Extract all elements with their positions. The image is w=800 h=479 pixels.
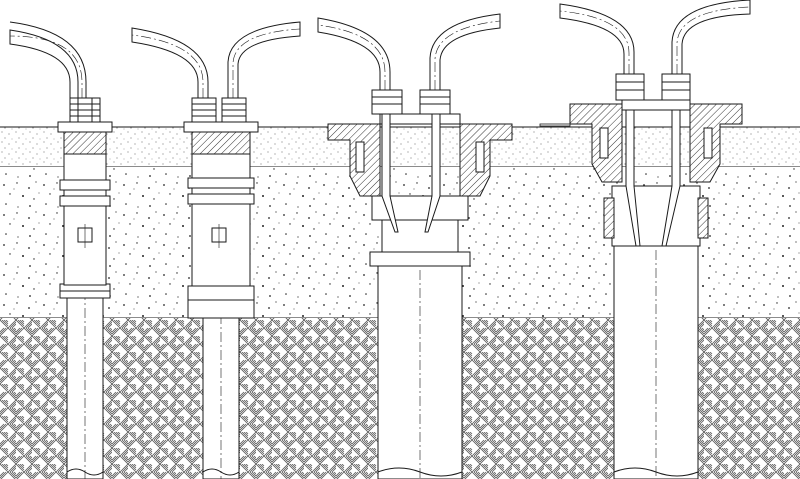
cable-left bbox=[559, 3, 635, 75]
pipe-coupling bbox=[187, 285, 255, 319]
flange-right bbox=[689, 103, 743, 183]
cable-left bbox=[317, 17, 391, 91]
assembly-adjustable-box bbox=[539, 0, 751, 479]
assembly-dual-cable bbox=[131, 21, 301, 479]
cable-right bbox=[227, 21, 301, 99]
cable-left bbox=[131, 27, 209, 99]
pipe-coupling bbox=[369, 251, 471, 267]
cable-right bbox=[671, 0, 751, 75]
cable-gland-left bbox=[371, 89, 403, 115]
bolt-left bbox=[355, 141, 365, 173]
bolt-right bbox=[475, 141, 485, 173]
bolt-right bbox=[703, 127, 713, 159]
cable bbox=[9, 29, 79, 99]
bolt-left bbox=[599, 127, 609, 159]
cable-gland-left bbox=[615, 73, 645, 101]
assembly-flanged-box bbox=[317, 13, 513, 479]
cable-gland-right bbox=[419, 89, 451, 115]
conduit-pipe bbox=[377, 261, 463, 479]
cable-gland-right bbox=[661, 73, 691, 101]
break-lines bbox=[66, 467, 699, 477]
flange-left bbox=[569, 103, 623, 183]
flange-left bbox=[327, 123, 381, 197]
outlet-body bbox=[191, 134, 251, 287]
outlet-body bbox=[63, 134, 107, 286]
cable-right bbox=[429, 13, 501, 91]
assembly-single-cable bbox=[9, 21, 113, 479]
